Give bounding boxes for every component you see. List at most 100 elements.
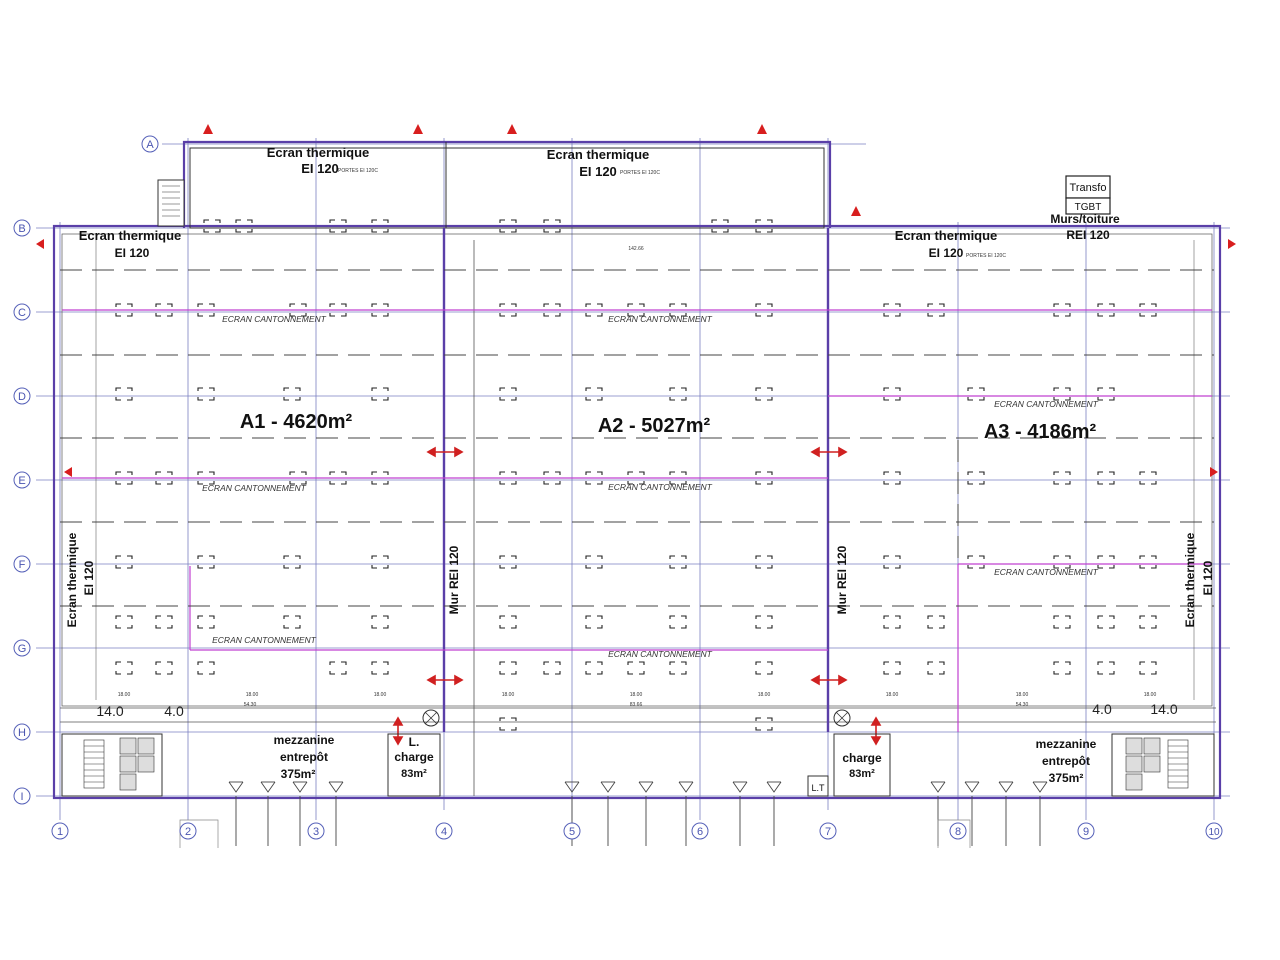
skylight [883,303,901,317]
murs-toiture-rei: REI 120 [1066,228,1110,242]
side-screen-label-right: Ecran thermique [1183,532,1197,627]
axis-row-a: A [141,135,159,153]
axis-row-d: D [13,387,31,405]
dim-bay-left: 14.0 [96,703,123,719]
dock-door [1032,781,1048,846]
dock-door [600,781,616,846]
exit-markers [36,124,1236,477]
skylight [627,303,645,317]
spiral-stair-left [422,709,440,727]
dim-span-9: 18.00 [1144,692,1157,698]
skylight [371,661,389,675]
skylight [927,661,945,675]
skylight [883,615,901,629]
skylight [329,303,347,317]
dim-a1: 54.30 [244,702,257,708]
skylight [755,471,773,485]
stair-treads-left [162,185,180,217]
lt-label: L.T [811,783,825,793]
skylight [499,661,517,675]
door-arrows [392,446,882,746]
annex-door-left: PORTES EI 120C [338,168,378,174]
skylight [1097,615,1115,629]
dock-door [260,781,276,846]
cantonnement-label-a2-e: ECRAN CANTONNEMENT [608,482,713,492]
unit-a1-label: A1 - 4620m² [240,411,353,433]
skylight [967,471,985,485]
skylight [927,615,945,629]
stair-annex-left [157,179,185,227]
dim-bay-right: 14.0 [1150,701,1177,717]
dim-a3: 54.30 [1016,702,1029,708]
fire-wall-label-left: Mur REI 120 [447,545,461,614]
skylight [585,303,603,317]
svg-text:H: H [18,727,26,739]
skylight [585,387,603,401]
skylight [499,717,517,731]
annex-screen-label-left: Ecran thermique [267,145,370,160]
skylight [197,661,215,675]
skylight [669,555,687,569]
dock-door [228,781,244,846]
skylight [197,555,215,569]
murs-toiture-label: Murs/toiture [1050,212,1120,226]
dock-door [964,781,980,846]
cantonnement-label-a1-e: ECRAN CANTONNEMENT [202,483,307,493]
skylight [203,219,221,233]
axis-col-10: 10 [1205,822,1223,840]
skylight [669,615,687,629]
skylight [1097,303,1115,317]
skylight [1139,615,1157,629]
dim-span-7: 18.00 [886,692,899,698]
svg-text:2: 2 [185,826,191,838]
svg-text:D: D [18,391,26,403]
svg-text:I: I [20,791,23,803]
dim-span-3: 18.00 [374,692,387,698]
axis-col-3: 3 [307,822,325,840]
skylight [627,661,645,675]
axis-col-9: 9 [1077,822,1095,840]
skylight [155,661,173,675]
unit-a3-label: A3 - 4186m² [984,421,1097,443]
transfo-label: Transfo [1070,182,1107,194]
skylight [1139,303,1157,317]
skylight [283,615,301,629]
skylight [329,471,347,485]
charge-left-area: 83m² [401,768,427,780]
fire-wall-label-right: Mur REI 120 [835,545,849,614]
axis-col-1: 1 [51,822,69,840]
svg-text:4: 4 [441,826,447,838]
left-service-block [61,733,163,797]
skylight [329,219,347,233]
axis-row-i: I [13,787,31,805]
annex-ei120-left: EI 120 [301,161,339,176]
cantonnement-label-a3-f: ECRAN CANTONNEMENT [994,567,1099,577]
skylight [289,471,307,485]
skylight [585,615,603,629]
skylight [155,615,173,629]
svg-text:3: 3 [313,826,319,838]
skylight [289,303,307,317]
skylight [115,471,133,485]
svg-text:C: C [18,307,26,319]
dim-span-8: 18.00 [1016,692,1029,698]
skylight [499,387,517,401]
skylight [197,303,215,317]
svg-text:8: 8 [955,826,961,838]
svg-text:A: A [146,139,154,151]
skylight [499,219,517,233]
skylight [371,387,389,401]
skylight [1053,615,1071,629]
cantonnement-label-a2-g: ECRAN CANTONNEMENT [608,649,713,659]
cantonnement-label-a3-d: ECRAN CANTONNEMENT [994,399,1099,409]
dock-door [292,781,308,846]
unit-a2-label: A2 - 5027m² [598,415,711,437]
skylight [1097,471,1115,485]
right-toilets [1125,737,1161,791]
skylight [197,471,215,485]
dim-span-5: 18.00 [630,692,643,698]
svg-text:6: 6 [697,826,703,838]
skylight [669,387,687,401]
